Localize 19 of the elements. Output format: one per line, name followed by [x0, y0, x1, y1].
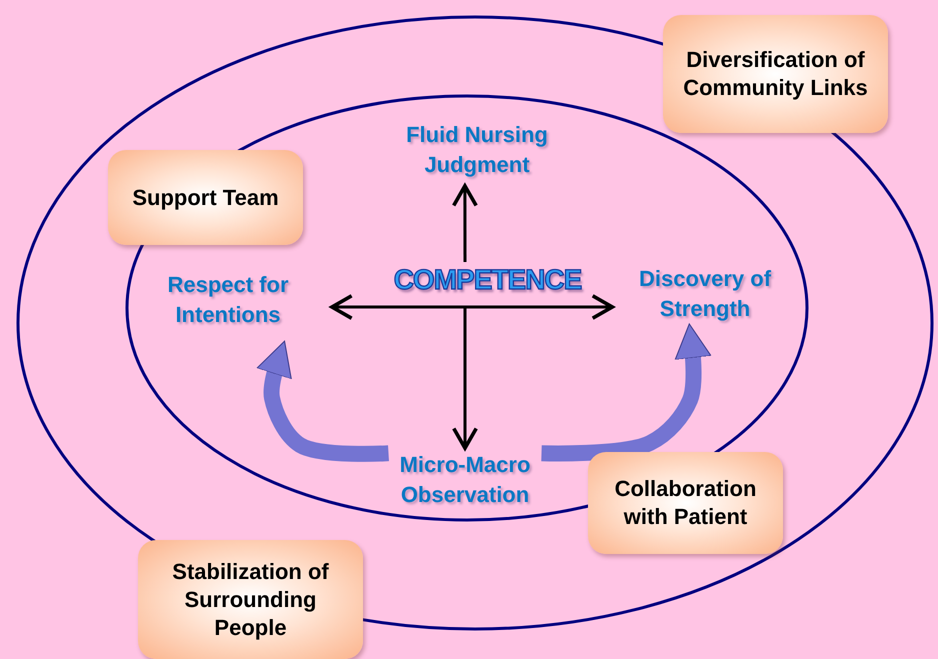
- concept-label: Discovery of Strength: [638, 265, 772, 323]
- concept-label: Fluid Nursing Judgment: [405, 121, 549, 179]
- arrow: [465, 294, 614, 320]
- box-label: Stabilization of Surrounding People: [171, 558, 330, 642]
- box-label: Collaboration with Patient: [614, 475, 758, 531]
- concept-box: [588, 452, 783, 554]
- concept-label: [138, 540, 363, 659]
- concept-label: [108, 150, 303, 245]
- box-label: Support Team: [131, 184, 280, 212]
- curved-arrow: [256, 340, 389, 462]
- concept-label: Micro-Macro Observation: [398, 451, 532, 509]
- box-label: Diversification of Community Links: [682, 46, 869, 102]
- concept-box: [663, 15, 888, 133]
- curved-arrow: [541, 323, 712, 462]
- center-title: COMPETENCE: [394, 264, 582, 296]
- arrow: [452, 307, 478, 450]
- arrow: [452, 184, 478, 262]
- concept-label: Respect for Intentions: [166, 271, 290, 329]
- arrow: [330, 294, 465, 320]
